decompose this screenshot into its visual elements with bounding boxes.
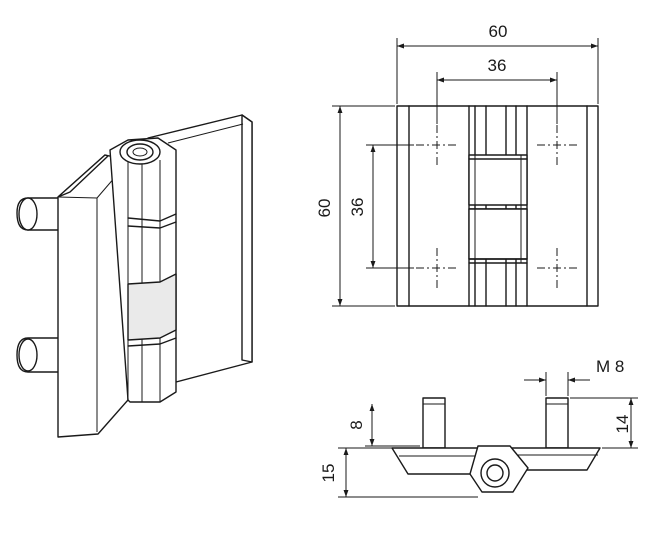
- dim-label-hole-spacing: 36: [488, 56, 507, 75]
- dim-label-width: 60: [489, 22, 508, 41]
- dim-thread-m8: M 8: [524, 357, 624, 396]
- dim-thickness-15: 15: [319, 447, 478, 498]
- dim-label-thread: M 8: [596, 357, 624, 376]
- dim-hole-spacing-36: 36: [436, 56, 558, 124]
- dim-label-stud-height: 8: [347, 420, 366, 429]
- front-view: 60 36 60 36: [315, 22, 599, 307]
- dim-label-thickness: 15: [319, 464, 338, 483]
- stud-upper: [16, 197, 61, 231]
- dim-label-height: 60: [315, 199, 334, 218]
- dim-label-vertical-spacing: 36: [348, 198, 367, 217]
- dim-label-stud-length: 14: [613, 415, 632, 434]
- hinge-isometric-view: [16, 114, 253, 438]
- dim-stud-height-8: 8: [347, 404, 420, 447]
- dim-stud-length-14: 14: [570, 397, 638, 449]
- hole-center-marks: [416, 125, 579, 289]
- side-view: 8 15 14 M 8: [319, 357, 638, 498]
- hinge-knuckle: [109, 137, 177, 403]
- dim-height-60: 60: [315, 105, 395, 307]
- stud-lower: [16, 337, 61, 373]
- dim-vertical-spacing-36: 36: [348, 144, 414, 269]
- dim-width-60: 60: [396, 22, 599, 104]
